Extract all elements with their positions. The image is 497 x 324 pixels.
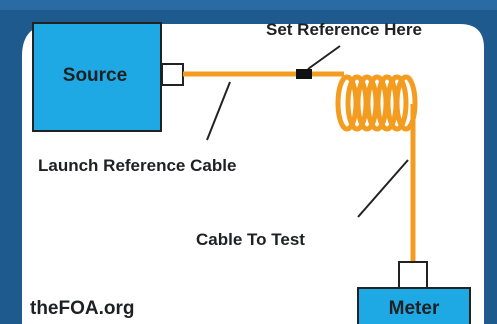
meter-box [357,287,471,324]
set-reference-label: Set Reference Here [266,20,422,39]
meter-label: Meter [389,298,440,319]
source-port [161,63,184,86]
cable-to-test-label: Cable To Test [196,230,305,249]
cable-to-test-pointer [357,159,409,218]
frame-top-highlight [0,0,497,10]
fiber-coil [335,74,418,132]
watermark-label: theFOA.org [30,298,135,319]
meter-port [398,261,428,289]
source-box [32,22,162,132]
launch-cable-pointer [206,81,231,141]
reference-connector [296,69,312,79]
launch-reference-cable-label: Launch Reference Cable [38,156,236,175]
source-label: Source [63,65,127,86]
set-reference-pointer [307,45,341,70]
